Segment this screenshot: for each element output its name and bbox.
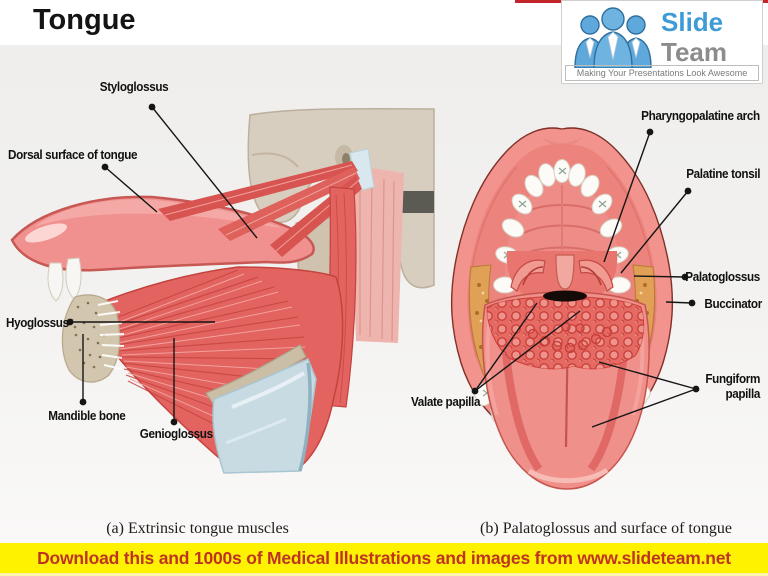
- mouth-gap-shadow: [543, 290, 587, 302]
- download-banner-text: Download this and 1000s of Medical Illus…: [37, 548, 731, 568]
- caption-extrinsic-muscles: (a) Extrinsic tongue muscles: [106, 520, 289, 537]
- deep-muscles: [349, 148, 404, 343]
- label-hyoglossus: Hyoglossus: [6, 315, 69, 330]
- banner-under-strip: [0, 573, 768, 576]
- throat-and-uvula: [506, 251, 618, 299]
- people-icon: [574, 7, 652, 68]
- label-valate-papilla: Valate papilla: [411, 394, 481, 409]
- label-buccinator: Buccinator: [704, 296, 762, 311]
- papillae-textured-area: [486, 296, 645, 370]
- label-fungiform-papilla: Fungiform papilla: [705, 371, 760, 401]
- label-genioglossus: Genioglossus: [139, 426, 213, 441]
- label-palatoglossus: Palatoglossus: [685, 269, 760, 284]
- figure-tongue-surface: [450, 127, 674, 490]
- download-banner[interactable]: Download this and 1000s of Medical Illus…: [0, 543, 768, 573]
- caption-tongue-surface: (b) Palatoglossus and surface of tongue: [480, 520, 732, 537]
- label-palatine-tonsil: Palatine tonsil: [686, 166, 760, 181]
- mandible-bone-shape: [61, 294, 125, 383]
- label-mandible-bone: Mandible bone: [48, 408, 126, 423]
- logo-tagline: Making Your Presentations Look Awesome: [565, 65, 759, 81]
- label-dorsal-surface: Dorsal surface of tongue: [8, 147, 138, 162]
- label-pharyngopalatine-arch: Pharyngopalatine arch: [641, 108, 760, 123]
- label-styloglossus: Styloglossus: [99, 79, 169, 94]
- incisor-teeth: [47, 257, 82, 302]
- logo-text-slide: Slide: [661, 7, 724, 37]
- slideteam-logo: Slide Team Making Your Presentations Loo…: [561, 0, 763, 84]
- page-title: Tongue: [33, 4, 136, 36]
- larynx-cartilage: [212, 358, 317, 474]
- logo-text-team: Team: [661, 37, 727, 67]
